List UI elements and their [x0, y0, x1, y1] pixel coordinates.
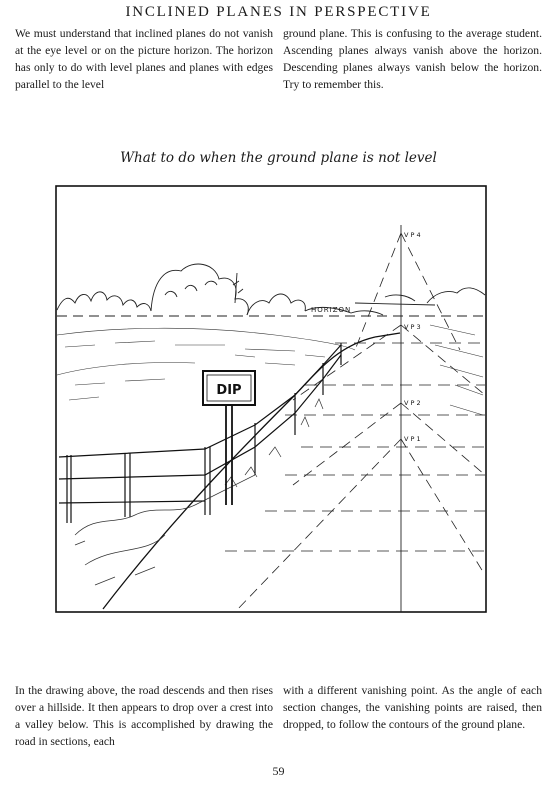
outro-right-text: with a different vanishing point. As the…: [283, 684, 542, 731]
outro-paragraph-left: In the drawing above, the road descends …: [15, 682, 273, 750]
construction-lines-vp1: [234, 438, 486, 613]
sign-text: DIP: [216, 383, 241, 398]
illustration-frame: [55, 185, 487, 613]
vp3-label: V P 3: [404, 323, 421, 331]
construction-lines-vp2: [292, 402, 486, 486]
vp1-label: V P 1: [404, 435, 421, 443]
tree-line: [56, 263, 486, 316]
horizontal-construction-lines: [225, 342, 485, 552]
outro-left-text: In the drawing above, the road descends …: [15, 684, 273, 748]
fence: [58, 343, 342, 523]
construction-lines-vp4: [354, 232, 461, 351]
dip-sign: DIP: [202, 370, 256, 505]
roadside-brush: [74, 398, 324, 586]
intro-left-text: We must understand that inclined planes …: [15, 27, 273, 91]
outro-paragraph-right: with a different vanishing point. As the…: [283, 682, 542, 733]
page-number: 59: [272, 764, 285, 778]
intro-right-text: ground plane. This is confusing to the a…: [283, 27, 542, 91]
intro-paragraph-left: We must understand that inclined planes …: [15, 25, 273, 93]
construction-lines-vp3: [292, 324, 486, 401]
road-perspective-illustration: HORIZON DIP: [55, 185, 487, 613]
horizon-label: HORIZON: [311, 306, 351, 314]
illustration-caption: What to do when the ground plane is not …: [120, 150, 437, 166]
intro-paragraph-right: ground plane. This is confusing to the a…: [283, 25, 542, 93]
field-texture: [56, 324, 484, 416]
vp2-label: V P 2: [404, 399, 421, 407]
page-title: INCLINED PLANES IN PERSPECTIVE: [125, 4, 432, 20]
vp4-label: V P 4: [404, 231, 421, 239]
